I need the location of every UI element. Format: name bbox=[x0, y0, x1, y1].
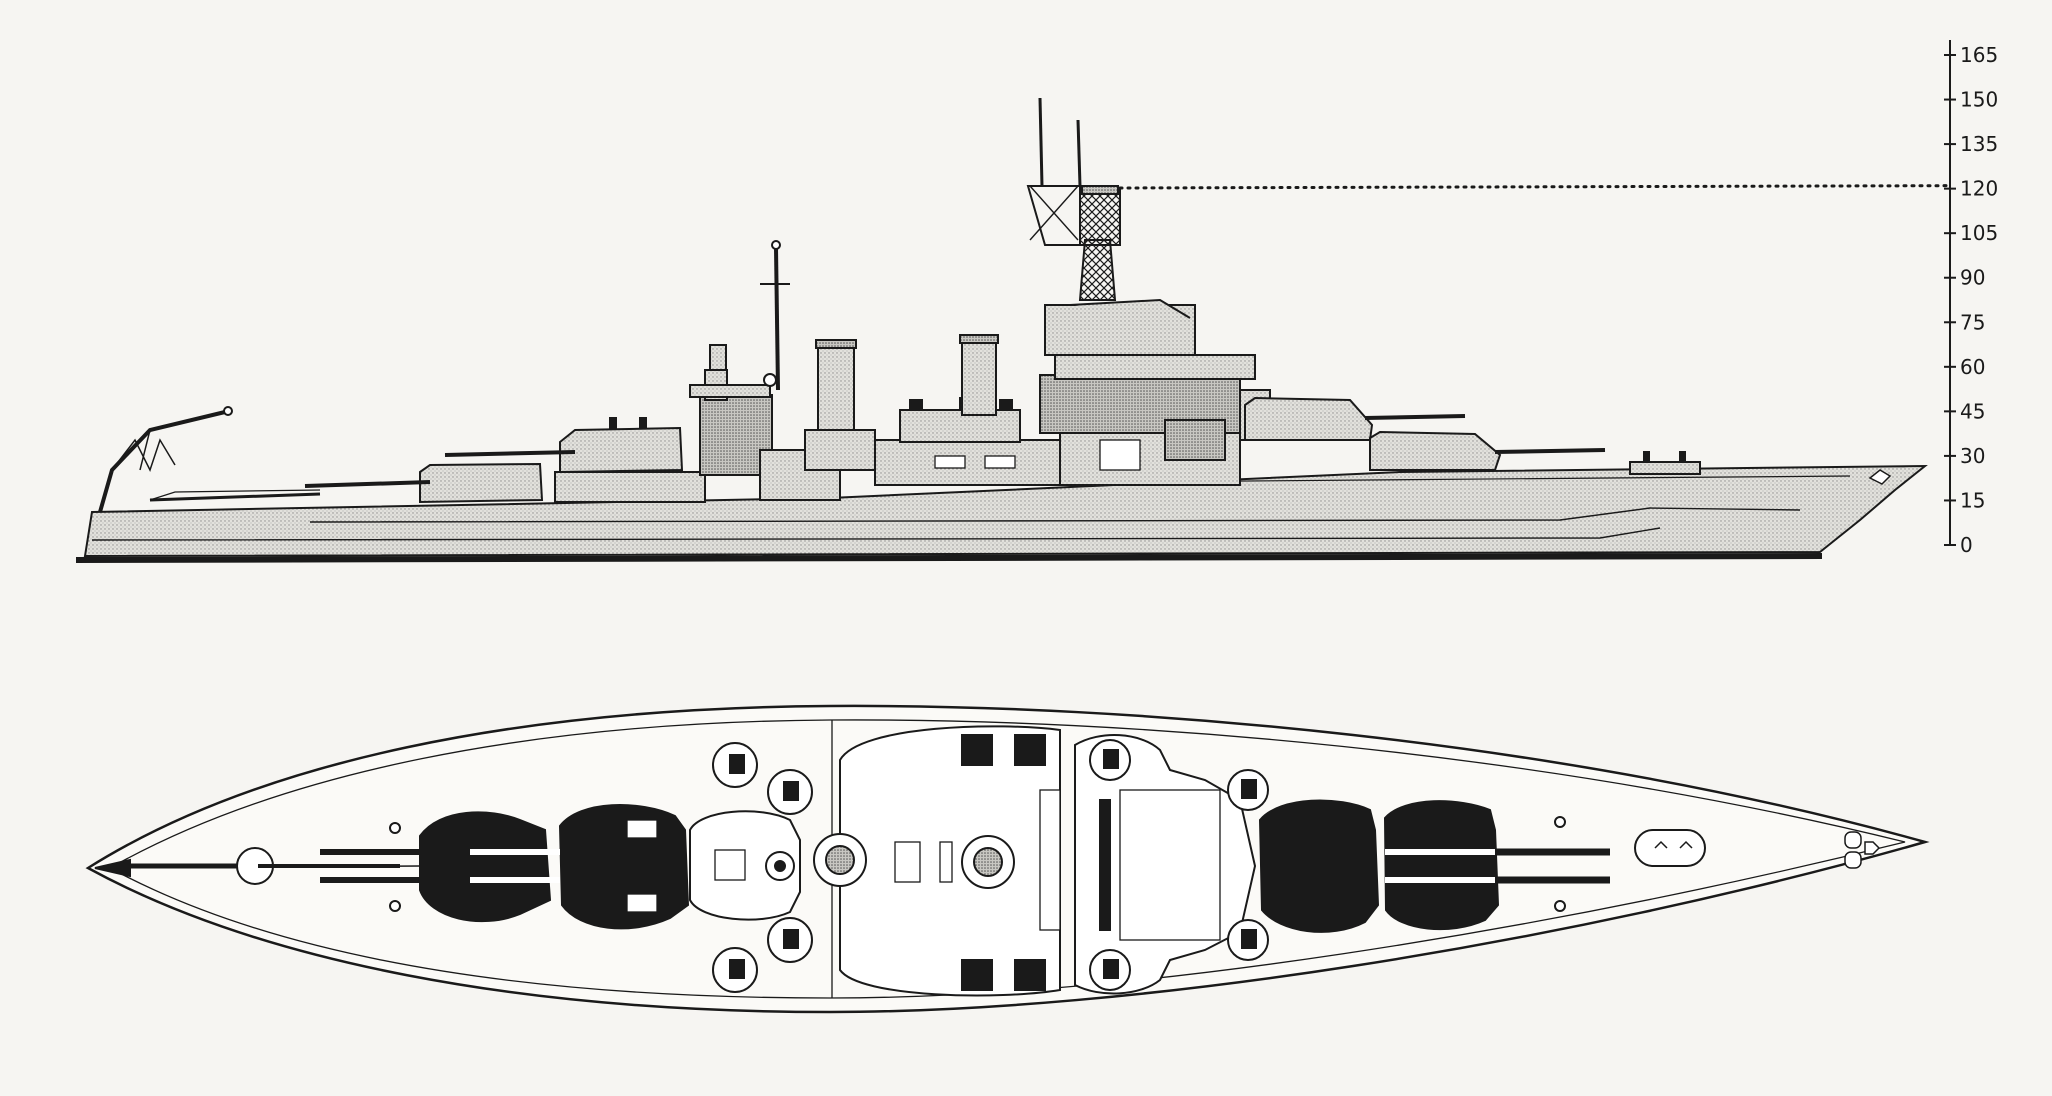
aft-turret-plan-2 bbox=[470, 804, 690, 930]
aft-main-turret-high bbox=[444, 417, 684, 474]
aft-funnel bbox=[804, 339, 876, 471]
height-scale-label: 150 bbox=[1960, 88, 1998, 112]
boot-topping bbox=[309, 507, 1801, 523]
midship-deckhouse bbox=[874, 397, 1076, 486]
bow-fittings-plan bbox=[1554, 816, 1881, 912]
height-scale-label: 45 bbox=[1960, 399, 1985, 423]
height-scale-label: 165 bbox=[1960, 43, 1998, 67]
hawse-pipe bbox=[1868, 469, 1892, 485]
height-scale-label: 135 bbox=[1960, 132, 1998, 156]
deck-edge-inner bbox=[108, 719, 1906, 999]
profile-view bbox=[75, 97, 1952, 563]
height-scale-label: 15 bbox=[1960, 488, 1985, 512]
forward-funnel bbox=[959, 334, 999, 416]
sheer-line bbox=[91, 527, 1661, 541]
height-scale-label: 105 bbox=[1960, 221, 1998, 245]
aft-superstructure-plan bbox=[689, 810, 801, 921]
waterline bbox=[75, 553, 1823, 563]
height-scale-label: 0 bbox=[1960, 533, 1973, 557]
stern-catapult bbox=[94, 822, 401, 912]
height-scale-label: 120 bbox=[1960, 177, 1998, 201]
aft-superstructure bbox=[554, 344, 841, 503]
height-scale-label: 60 bbox=[1960, 355, 1985, 379]
aft-turret-plan-1 bbox=[320, 811, 552, 923]
bow-gun-tubs bbox=[1629, 451, 1701, 475]
forward-superstructure bbox=[1039, 298, 1271, 486]
midship-deckhouse-plan bbox=[813, 725, 1061, 997]
height-reference-line bbox=[1118, 184, 1952, 190]
forward-superstructure-plan bbox=[1074, 734, 1269, 995]
plan-view bbox=[85, 704, 1930, 1014]
aft-main-turret-low bbox=[304, 462, 544, 504]
height-scale-label: 30 bbox=[1960, 444, 1985, 468]
height-scale-label: 75 bbox=[1960, 310, 1985, 334]
forward-main-turret-high bbox=[1244, 396, 1466, 441]
height-scale-label: 90 bbox=[1960, 266, 1985, 290]
main-mast bbox=[760, 240, 790, 391]
forward-main-turret-low bbox=[1369, 430, 1606, 471]
forward-turret-plan-2 bbox=[1383, 800, 1610, 931]
forward-turret-plan-1 bbox=[1258, 799, 1380, 933]
aircraft-crane bbox=[98, 406, 321, 513]
fire-control-tower bbox=[1026, 97, 1121, 301]
